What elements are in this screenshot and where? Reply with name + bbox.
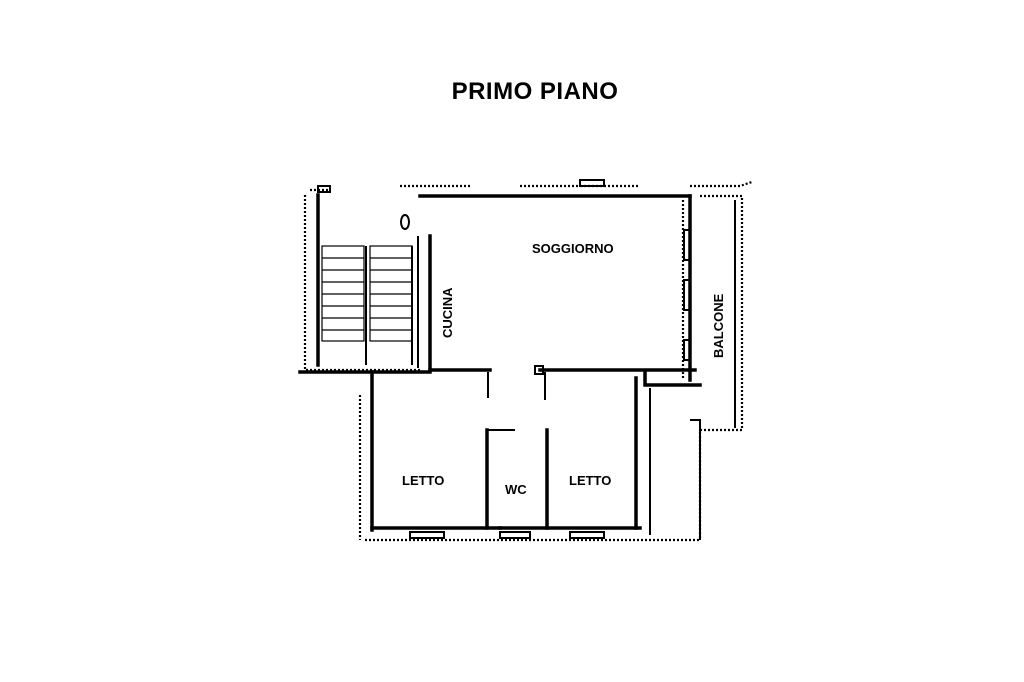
room-label-balcone: BALCONE (711, 293, 726, 358)
fixture-symbol (400, 214, 544, 375)
room-label-letto-left: LETTO (402, 473, 444, 488)
room-label-wc: WC (505, 482, 527, 497)
room-label-letto-right: LETTO (569, 473, 611, 488)
staircase (321, 245, 413, 365)
windows (317, 179, 691, 539)
room-label-cucina: CUCINA (440, 287, 455, 338)
plan-title: PRIMO PIANO (451, 78, 619, 105)
room-label-soggiorno: SOGGIORNO (532, 241, 614, 256)
